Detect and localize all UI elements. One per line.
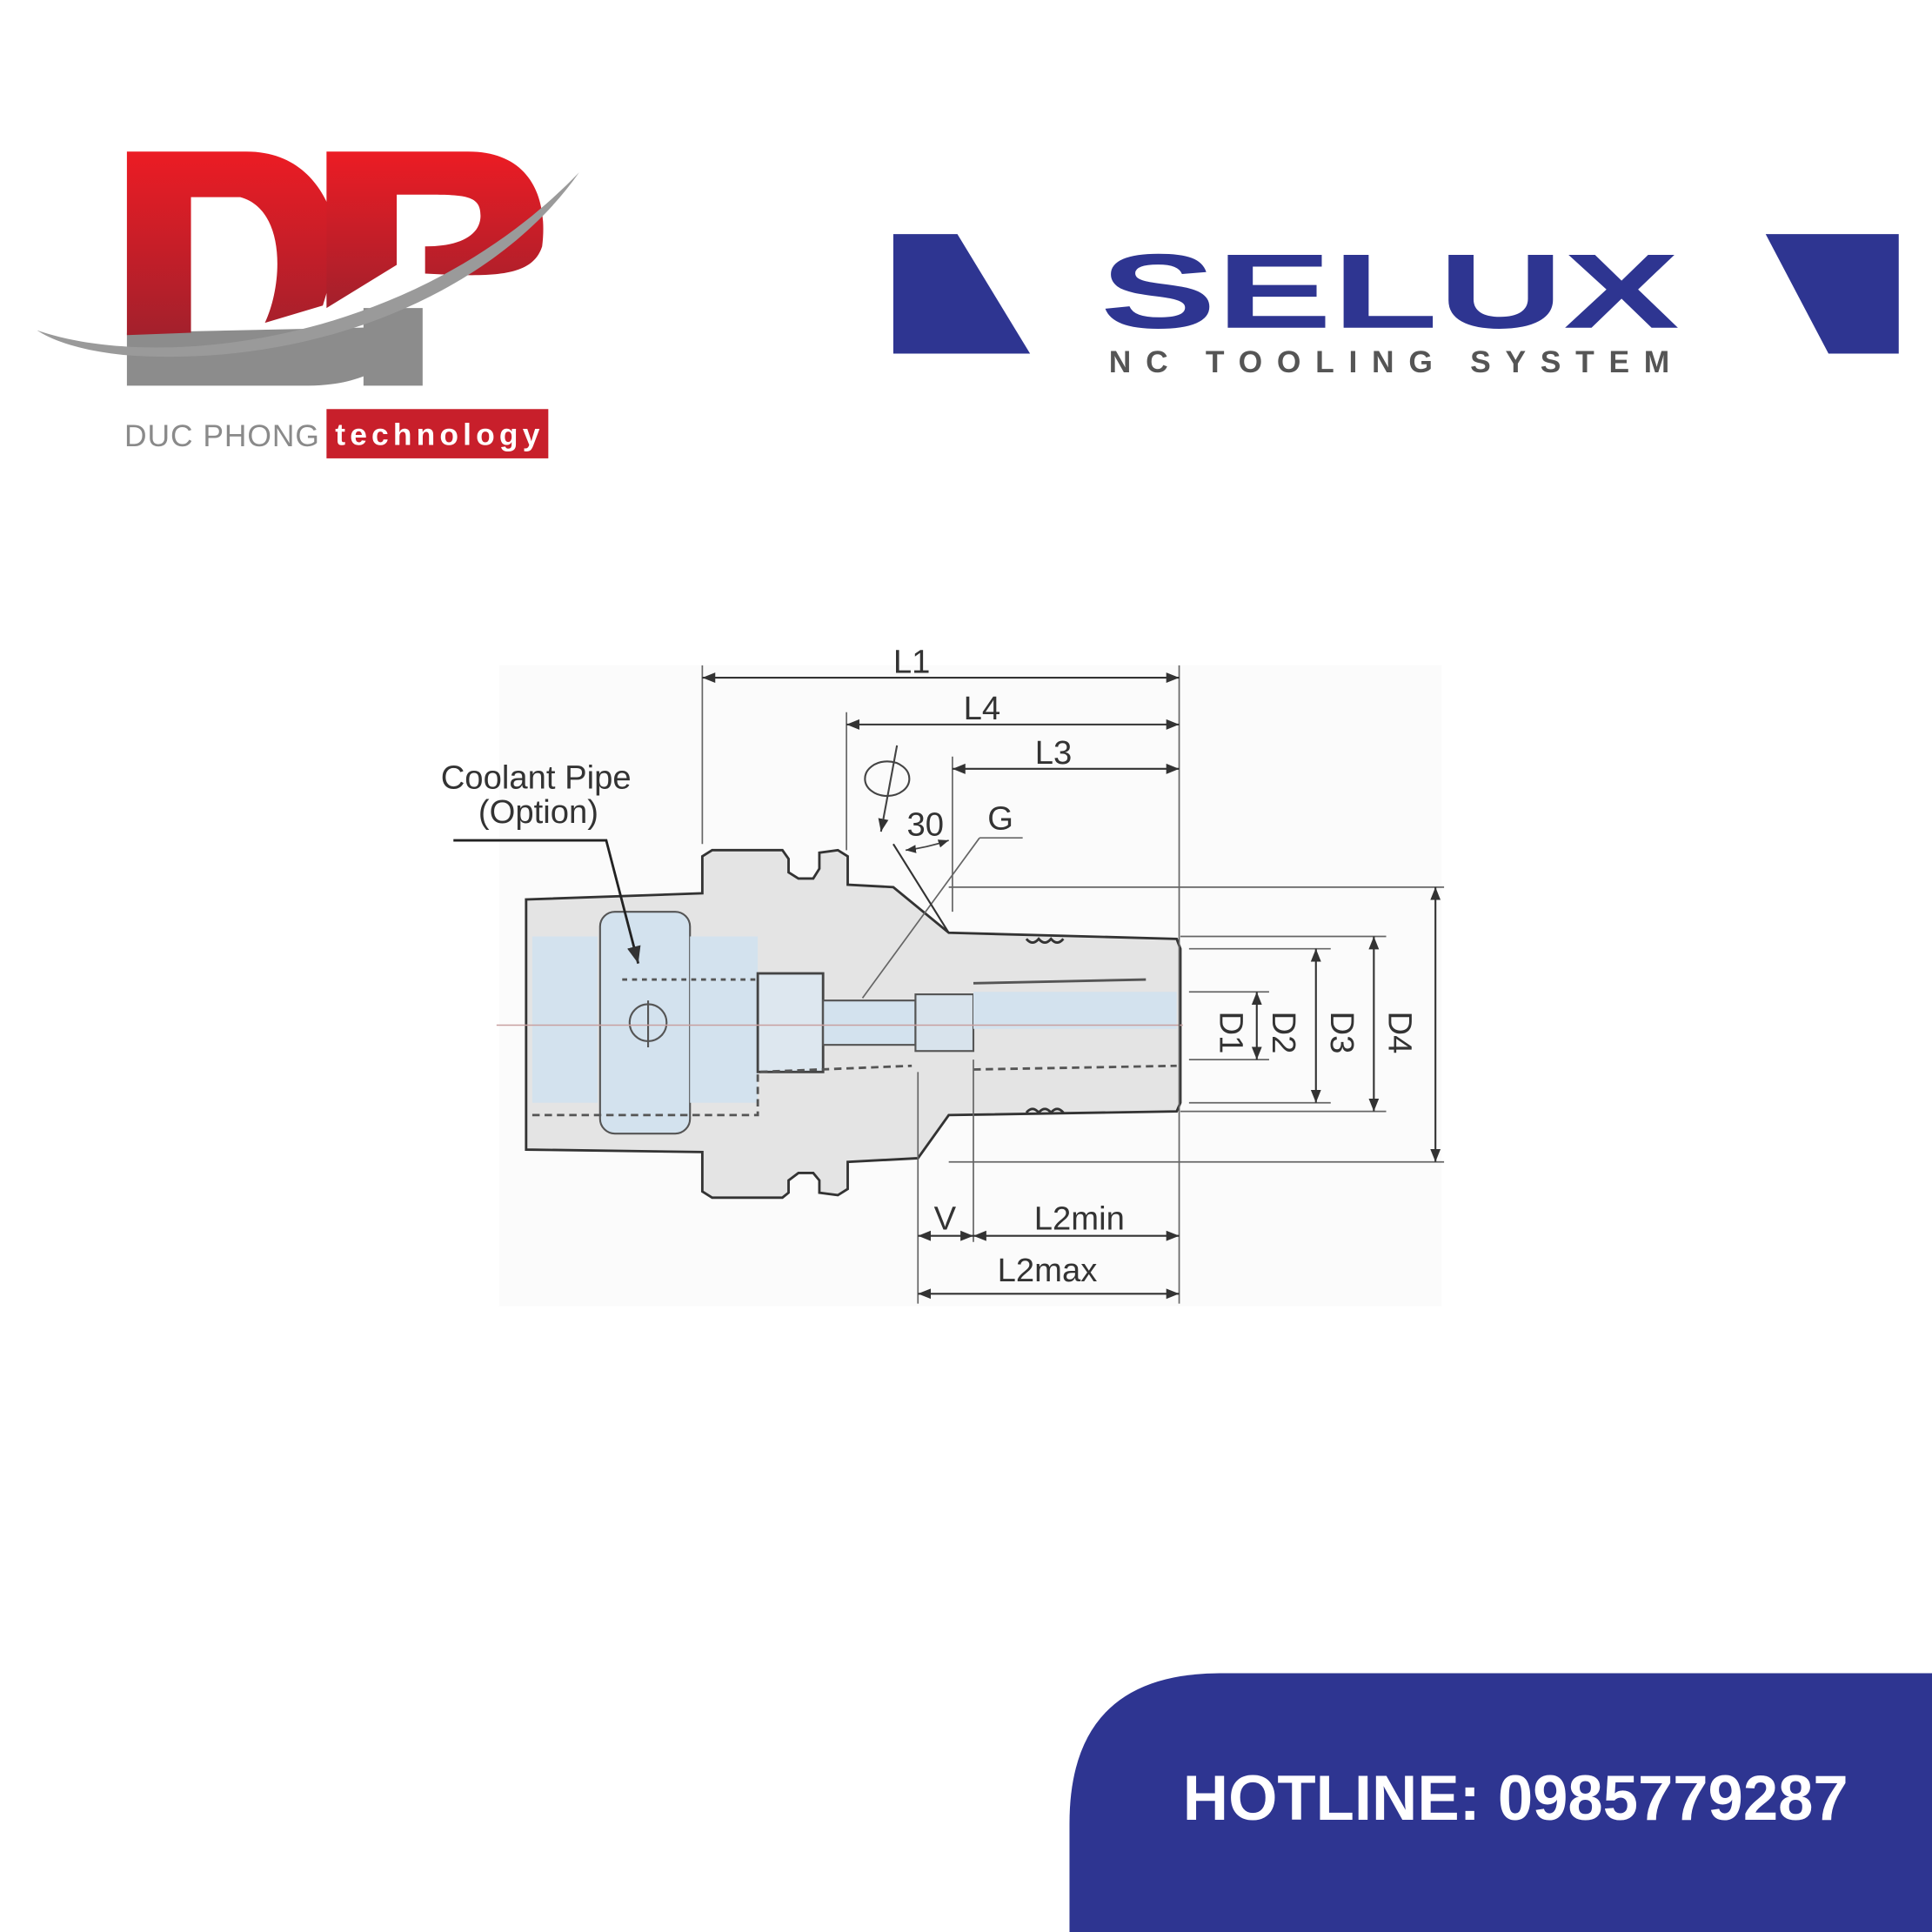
callout-line-2: (Option): [478, 793, 598, 831]
label-l1: L1: [893, 643, 931, 680]
logo-d-gray: [126, 326, 413, 386]
label-g: G: [987, 799, 1013, 837]
label-l4: L4: [964, 690, 1001, 727]
callout-line-1: Coolant Pipe: [441, 759, 632, 797]
logo-p-red: [326, 151, 544, 309]
hotline-text[interactable]: HOTLINE: 0985779287: [1183, 1762, 1848, 1834]
logo-p-gray: [363, 308, 423, 386]
tag-box: [326, 409, 549, 458]
label-l2max: L2max: [998, 1252, 1098, 1289]
hotline-banner[interactable]: HOTLINE: 0985779287: [1069, 1673, 1932, 1932]
label-d4: D4: [1380, 1012, 1418, 1054]
tool-holder-drawing: Coolant Pipe (Option) L1 L4 L3 G 30 D1 D…: [441, 643, 1445, 1307]
label-angle: 30: [906, 806, 944, 843]
selux-name: SELUX: [1100, 232, 1680, 351]
logo-swoosh: [37, 172, 579, 358]
label-d1: D1: [1212, 1012, 1249, 1054]
right-bar-shape: [1765, 234, 1899, 354]
label-v: V: [934, 1200, 957, 1238]
duc-phong-logo: DUC PHONG technology: [37, 151, 579, 458]
selux-logo: SELUX NC TOOLING SYSTEM: [892, 232, 1899, 379]
left-bar-shape: [892, 234, 1031, 354]
hotline-background: [1069, 1673, 1932, 1932]
brand-name: DUC PHONG: [124, 418, 319, 453]
label-l3: L3: [1035, 734, 1073, 772]
logo-d-red: [126, 151, 339, 336]
label-l2min: L2min: [1034, 1200, 1125, 1238]
label-d3: D3: [1323, 1012, 1360, 1054]
label-d2: D2: [1265, 1012, 1302, 1054]
